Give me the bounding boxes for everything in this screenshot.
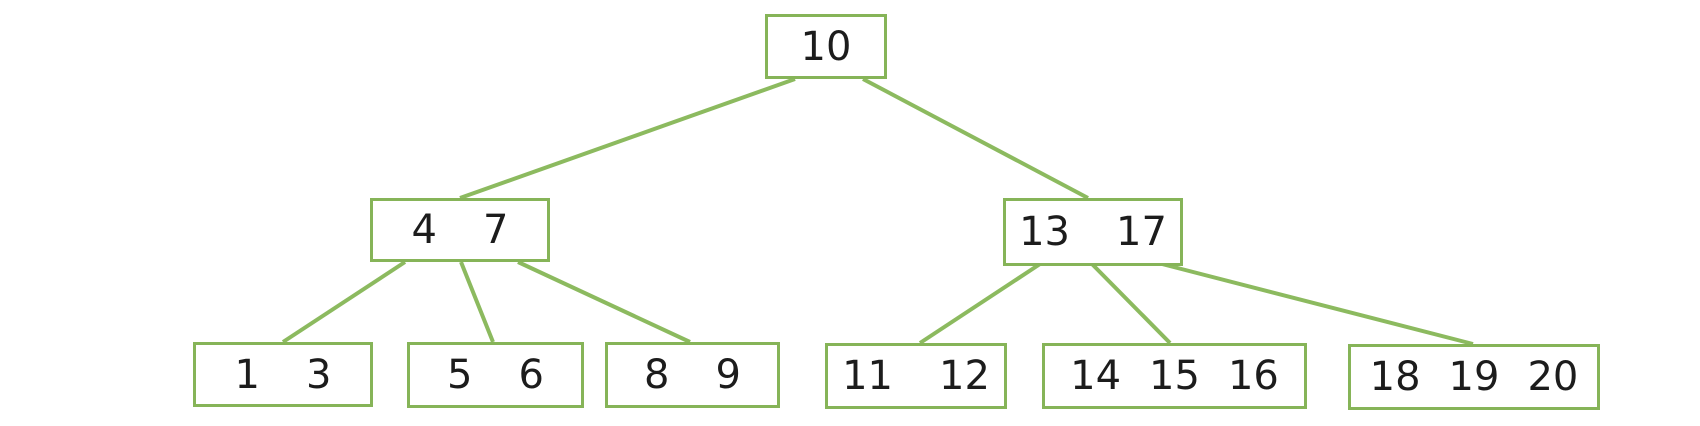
tree-key: 4 (411, 207, 437, 253)
tree-key: 14 (1070, 353, 1122, 399)
tree-key: 5 (447, 352, 473, 398)
tree-node-root: 10 (765, 14, 887, 79)
tree-edge (862, 77, 1089, 200)
tree-edge (459, 261, 495, 343)
tree-key: 18 (1369, 354, 1421, 400)
tree-node-n18-19-20: 18 19 20 (1348, 344, 1600, 410)
tree-key: 9 (715, 352, 741, 398)
tree-key: 10 (800, 23, 852, 70)
tree-key: 16 (1227, 353, 1279, 399)
tree-key: 11 (842, 353, 893, 399)
tree-node-n14-15-16: 14 15 16 (1042, 343, 1307, 409)
tree-edge (1161, 262, 1474, 346)
tree-node-n13-17: 13 17 (1003, 198, 1183, 266)
tree-key: 15 (1149, 353, 1200, 399)
tree-edge (281, 260, 407, 344)
tree-edge (459, 77, 796, 200)
tree-node-n11-12: 11 12 (825, 343, 1007, 409)
tree-key: 13 (1019, 209, 1070, 255)
tree-edge (1090, 262, 1172, 345)
tree-edge (517, 260, 691, 344)
tree-key: 3 (306, 351, 332, 398)
tree-key: 17 (1116, 209, 1167, 255)
tree-key: 6 (518, 352, 544, 398)
tree-key: 20 (1527, 354, 1579, 400)
tree-key: 8 (644, 352, 670, 398)
tree-key: 12 (939, 353, 990, 399)
tree-edge (918, 262, 1042, 345)
tree-key: 19 (1448, 354, 1500, 400)
tree-key: 7 (483, 207, 509, 253)
tree-key: 1 (234, 351, 260, 398)
